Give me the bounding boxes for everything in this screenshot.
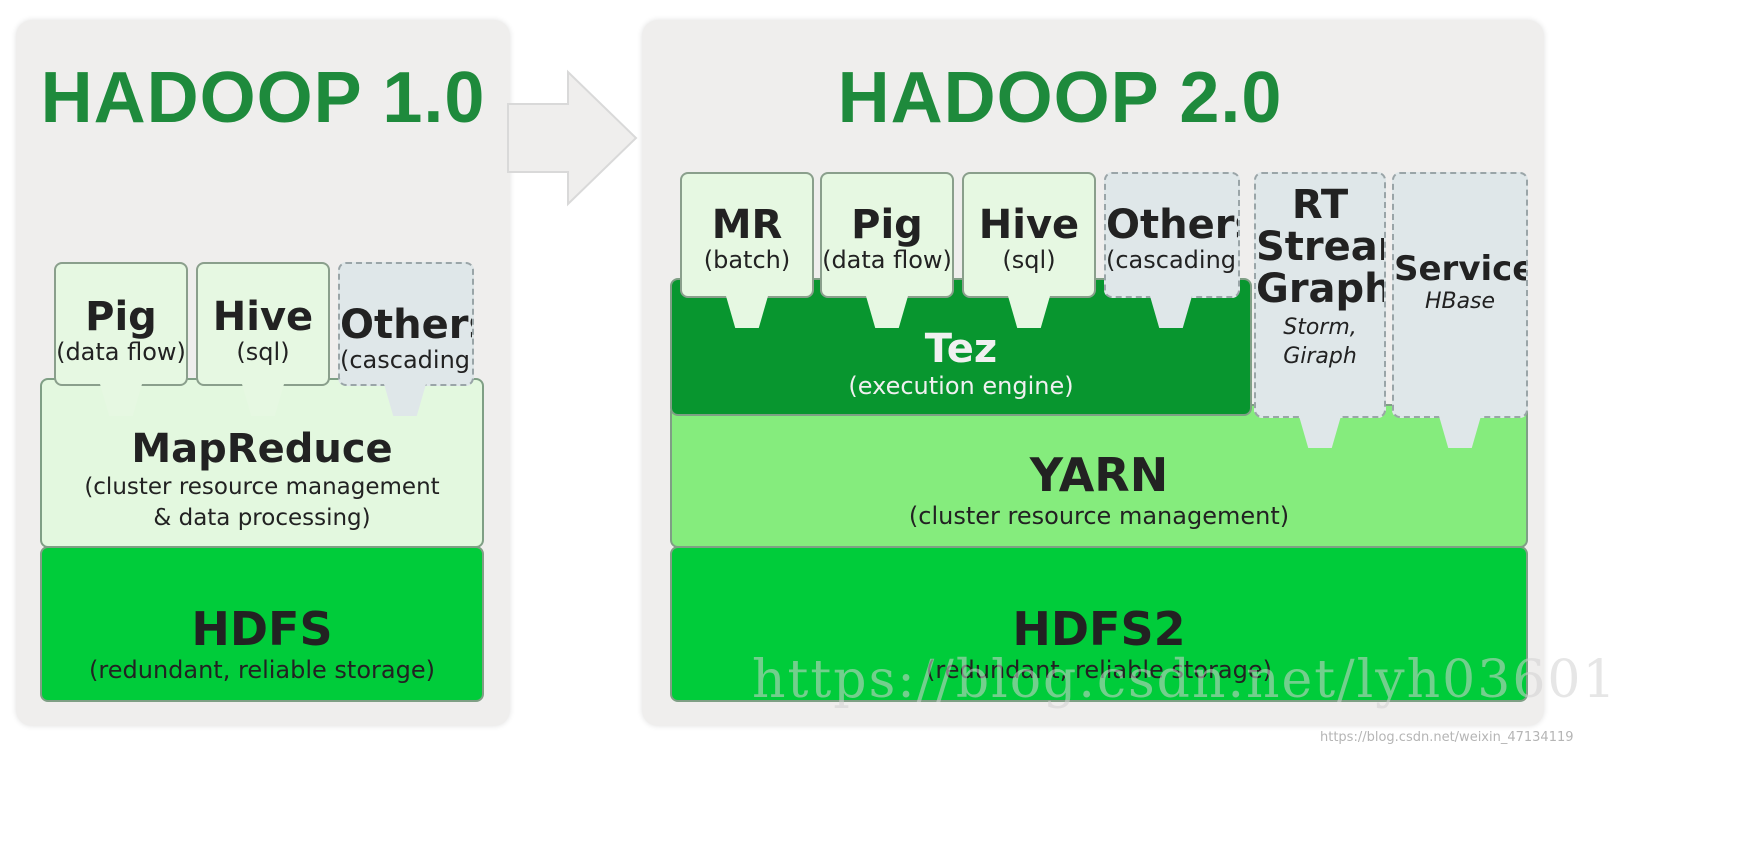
h1-app-others-name: Others	[340, 302, 472, 348]
mapreduce-label: MapReduce	[131, 426, 393, 472]
h2-app-hive: Hive (sql)	[962, 172, 1096, 298]
upgrade-arrow-icon	[507, 69, 638, 207]
rt-name-line3: Graph	[1256, 266, 1386, 312]
h2-app-services: Services HBase	[1392, 172, 1528, 418]
h2-app-pig-name: Pig	[851, 202, 923, 248]
h1-app-others-desc: (cascading)	[340, 346, 474, 374]
hdfs2-desc: (redundant, reliable storage)	[926, 656, 1272, 684]
h2-app-mr-name: MR	[711, 202, 783, 248]
yarn-label: YARN	[1029, 448, 1169, 502]
watermark-text: https://blog.csdn.net/lyh03601	[752, 650, 1618, 710]
source-url: https://blog.csdn.net/weixin_47134119	[1320, 730, 1574, 745]
h1-app-pig-name: Pig	[85, 294, 157, 340]
hadoop2-title: HADOOP 2.0	[837, 58, 1283, 138]
h1-app-hive-desc: (sql)	[236, 338, 290, 366]
h1-app-hive-name: Hive	[212, 294, 314, 340]
h2-app-hive-name: Hive	[978, 202, 1080, 248]
mapreduce-desc-line1: (cluster resource management	[84, 474, 440, 500]
rt-sub-line2: Giraph	[1283, 343, 1357, 369]
h1-app-hive: Hive (sql)	[196, 262, 330, 386]
mapreduce-desc-line2: & data processing)	[153, 505, 371, 532]
tez-desc: (execution engine)	[848, 372, 1074, 400]
tez-label: Tez	[924, 326, 998, 372]
rt-name-line2: Stream,	[1256, 224, 1384, 270]
hdfs2-layer: HDFS2 (redundant, reliable storage)	[670, 546, 1528, 702]
h1-app-others: Others (cascading)	[338, 262, 474, 386]
h2-app-hive-desc: (sql)	[1002, 246, 1056, 274]
services-name: Services	[1394, 249, 1526, 289]
rt-name-line1: RT	[1291, 182, 1349, 228]
h2-app-mr-desc: (batch)	[703, 246, 791, 274]
services-sub: HBase	[1424, 288, 1496, 314]
h2-app-others: Others (cascading)	[1104, 172, 1240, 298]
hdfs2-label: HDFS2	[1012, 602, 1186, 656]
hadoop1-title: HADOOP 1.0	[40, 58, 486, 138]
hdfs-label: HDFS	[191, 602, 333, 656]
h1-app-pig: Pig (data flow)	[54, 262, 188, 386]
h2-app-others-desc: (cascading)	[1106, 246, 1240, 274]
h2-app-pig: Pig (data flow)	[820, 172, 954, 298]
h2-app-rt-stream-graph: RT Stream, Graph Storm, Giraph	[1254, 172, 1386, 418]
h1-app-pig-desc: (data flow)	[56, 338, 186, 366]
hdfs-desc: (redundant, reliable storage)	[89, 656, 435, 684]
h2-app-pig-desc: (data flow)	[822, 246, 952, 274]
yarn-desc: (cluster resource management)	[908, 502, 1290, 530]
hdfs-layer: HDFS (redundant, reliable storage)	[40, 546, 484, 702]
h2-app-others-name: Others	[1106, 202, 1238, 248]
rt-sub-line1: Storm,	[1283, 315, 1357, 340]
yarn-layer: YARN (cluster resource management)	[670, 404, 1528, 548]
h2-app-mr: MR (batch)	[680, 172, 814, 298]
